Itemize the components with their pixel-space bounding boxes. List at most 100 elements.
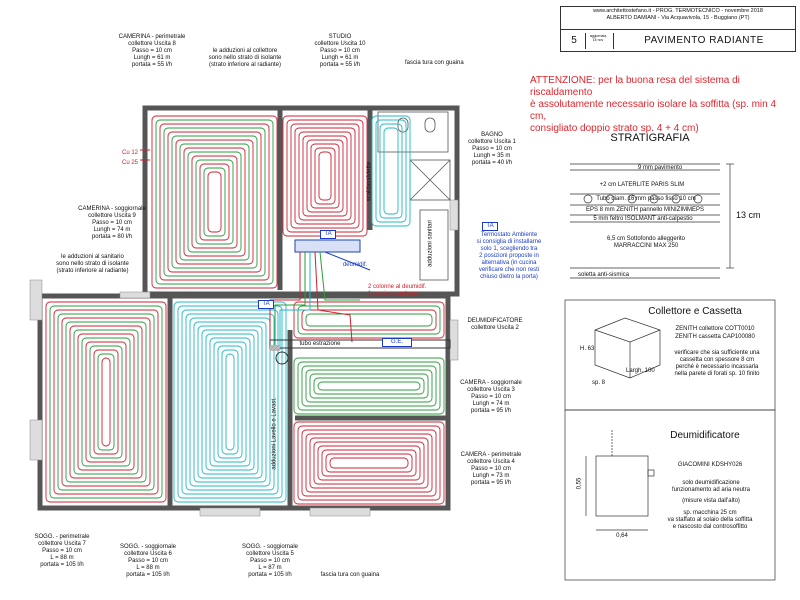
label-bagno: BAGNO collettore Uscita 1 Passo = 10 cm … — [468, 132, 516, 166]
coil-loop — [81, 337, 131, 467]
coil-loop — [309, 437, 429, 489]
coil-loop — [65, 321, 147, 483]
label-sogg6: SOGG. - soggiornale collettore Uscita 6 … — [119, 544, 177, 578]
coil-loop — [171, 135, 258, 269]
coil-loop — [221, 349, 239, 455]
label-camera-per: CAMERA - perimetrale collettore Uscita 4… — [460, 452, 522, 486]
coil-loop — [301, 309, 437, 331]
strat-layer4: EPS 8 mm ZENITH pannello MINIZIMMEPS — [585, 207, 705, 213]
coil-loop — [101, 357, 111, 447]
deumid-note3: sp. macchina 25 cm va staffato al solaio… — [667, 510, 753, 530]
strat-thickness: 13 cm — [736, 210, 761, 220]
label-camerina-top: CAMERINA - perimetrale collettore Uscita… — [118, 34, 186, 68]
label-studio: STUDIO collettore Uscita 10 Passo = 10 c… — [314, 34, 366, 68]
coil-loop — [57, 313, 155, 491]
coil-loop — [310, 143, 340, 209]
coil-loop — [294, 127, 356, 225]
label-adduzioni-left: le adduzioni al sanitario sono nello str… — [56, 254, 129, 274]
coil-loop — [177, 305, 283, 499]
coil-loop — [325, 453, 413, 473]
coil-loop — [209, 337, 251, 467]
label-adduzioni-sanitari: adduzioni sanitari — [427, 220, 434, 267]
coil-loop — [205, 333, 255, 471]
coil-loop — [293, 301, 445, 339]
title-block: www.architettostefano.it - PROG. TERMOTE… — [560, 6, 796, 52]
coil-loop — [189, 317, 271, 487]
sheet-update-note: aggiornata 15 nov — [589, 34, 607, 42]
header-lines: www.architettostefano.it - PROG. TERMOTE… — [561, 8, 795, 22]
strat-layer3: Tubo diam. 16 mm passo fisso 10 cm — [596, 196, 696, 202]
coil-loop — [217, 345, 243, 459]
coil-loop — [195, 159, 234, 245]
coil-loop — [159, 123, 270, 281]
label-cu25: Cu 25 — [122, 160, 139, 166]
coil-loop — [293, 421, 445, 505]
label-deumid-coll: DEUMIDIFICATORE collettore Uscita 2 — [467, 318, 523, 331]
coil-loop — [306, 139, 344, 213]
collettore-title: Collettore e Cassetta — [648, 306, 742, 317]
wall-bars — [29, 199, 459, 517]
coil-bagno — [371, 115, 411, 227]
strat-layer1: 9 mm pavimento — [637, 165, 683, 171]
coil-loop — [297, 361, 441, 411]
strat-layer2: +2 cm LATERLITE PARIS SLIM — [599, 182, 685, 188]
coil-loop — [305, 369, 433, 403]
collettore-sp: sp. 8 — [592, 380, 606, 386]
coil-loop — [85, 341, 127, 463]
strat-layer7: soletta anti-sismica — [578, 272, 630, 278]
coil-loop — [199, 163, 230, 241]
stratigrafia-drawing — [570, 163, 734, 279]
coil-loop — [298, 131, 352, 221]
coil-loop — [321, 449, 417, 477]
label-camerina-sogg: CAMERINA - soggiornale collettore Uscita… — [78, 206, 146, 240]
coil-loop — [301, 429, 437, 497]
coil-loop — [77, 333, 135, 471]
coil-camerina — [151, 115, 278, 289]
header-line2: ALBERTO DAMIANI - Via Acquavivola, 15 - … — [606, 15, 750, 21]
coil-loop — [183, 147, 246, 257]
coil-loop — [167, 131, 262, 273]
collettore-spec2: ZENITH cassetta CAP100080 — [675, 334, 755, 340]
deumid-dim-w: 0,64 — [616, 533, 628, 539]
coil-loop — [97, 353, 115, 451]
coil-loop — [179, 143, 250, 261]
header-line1: www.architettostefano.it - PROG. TERMOTE… — [593, 8, 763, 14]
coil-loop — [89, 345, 123, 459]
label-camera-sogg: CAMERA - soggiornale collettore Uscita 3… — [460, 380, 522, 414]
coil-loop — [329, 457, 409, 469]
coil-camera-per — [293, 421, 445, 505]
collettore-h: H. 63 — [580, 346, 595, 352]
label-ta-note-mark: TA — [482, 222, 498, 231]
coil-loop — [313, 441, 425, 485]
label-sogg7: SOGG. - perimetrale collettore Uscita 7 … — [34, 534, 90, 568]
coil-studio — [282, 115, 368, 237]
deumid-title: Deumidificatore — [670, 430, 740, 441]
coil-loop — [191, 155, 238, 249]
label-ta-plan: TA — [320, 230, 336, 239]
strat-layer5: 5 mm feltro ISOLMANT anti-calpestio — [593, 216, 693, 222]
label-ta-plan-2: TA — [258, 300, 274, 309]
coil-loop — [297, 425, 441, 501]
manifold-pipes — [140, 149, 451, 365]
coil-loop — [309, 373, 429, 399]
coil-loop — [293, 357, 445, 415]
coil-loop — [314, 147, 336, 205]
stratigrafia-title: STRATIGRAFIA — [610, 132, 690, 144]
sheet-number: 5 — [563, 33, 586, 49]
collettore-w: Largh. 100 — [626, 368, 655, 374]
collettore-note: verificare che sia sufficiente una casse… — [674, 350, 760, 377]
coil-loop — [375, 119, 407, 223]
coil-loop — [173, 301, 287, 503]
coil-sogg6 — [173, 301, 287, 503]
walls — [37, 105, 460, 511]
coil-loop — [185, 313, 275, 491]
label-colonne: 2 colonne al deumidif. 1 scarico condens… — [368, 284, 427, 297]
coil-loop — [73, 329, 139, 475]
coil-camera-sogg — [293, 357, 445, 415]
coil-loop — [155, 119, 274, 285]
coil-loop — [313, 377, 425, 395]
warning-note: ATTENZIONE: per la buona resa del sistem… — [530, 75, 777, 134]
coil-loop — [197, 325, 263, 479]
coil-sogg7 — [45, 301, 167, 503]
